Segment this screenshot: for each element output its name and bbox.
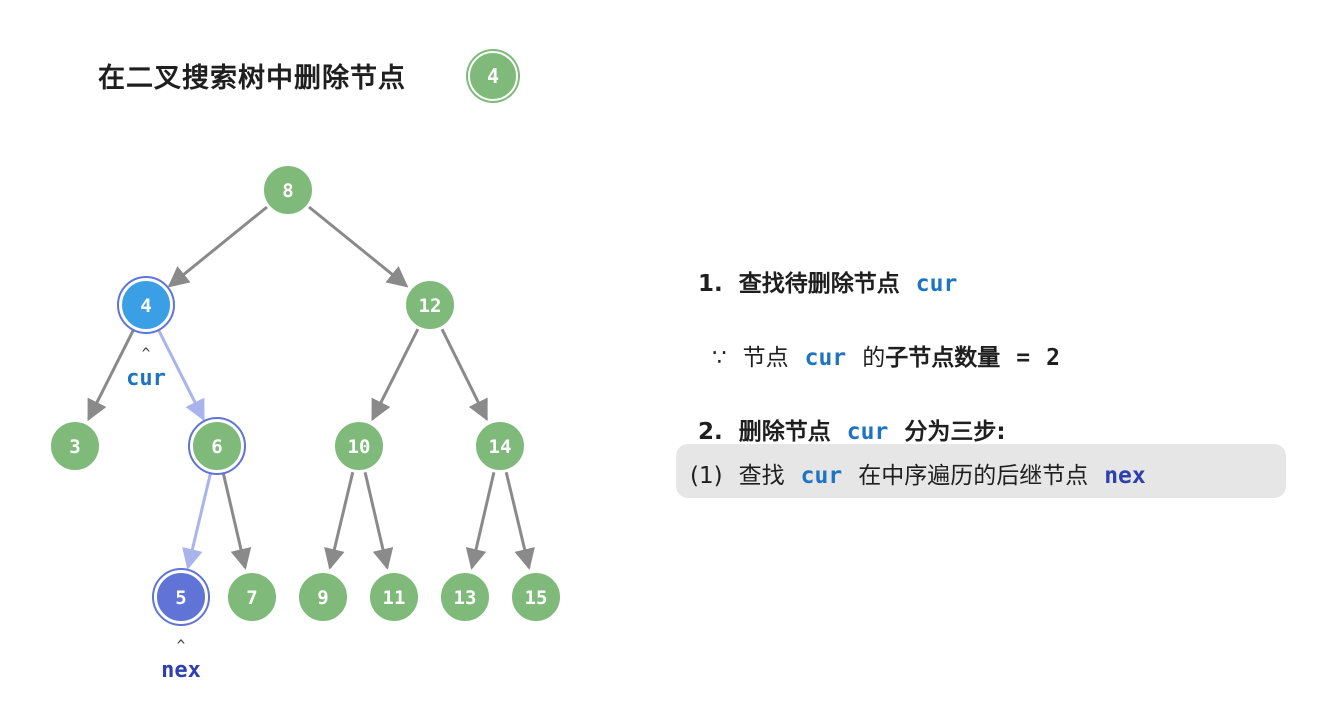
- note-text-1: 节点: [742, 345, 789, 371]
- step-1-var: cur: [915, 271, 958, 297]
- edge-8-12: [308, 205, 409, 288]
- edge-10-9: [324, 471, 355, 570]
- pointer-label-nex: nex: [161, 658, 201, 683]
- tree-node-13: 13: [439, 571, 491, 623]
- tree-node-10: 10: [333, 420, 385, 472]
- tree-node-label: 3: [69, 436, 80, 458]
- note-var: cur: [804, 345, 847, 371]
- step-2-text-2: 分为三步:: [904, 419, 1006, 445]
- tree-node-4: 4: [117, 276, 175, 334]
- tree-node-label: 5: [175, 587, 186, 609]
- step-1-text: 查找待删除节点: [738, 271, 900, 297]
- tree-node-15: 15: [510, 571, 562, 623]
- edge-6-7: [221, 471, 252, 570]
- pointer-label-cur: cur: [126, 366, 166, 391]
- substep-1-var-2: nex: [1104, 463, 1146, 489]
- edge-4-3: [87, 328, 136, 422]
- note-equals: =: [1016, 345, 1031, 371]
- because-symbol: ∵: [712, 345, 727, 371]
- tree-node-label: 14: [489, 436, 512, 458]
- step-2-number: 2.: [698, 419, 723, 445]
- tree-node-11: 11: [368, 571, 420, 623]
- edge-8-4: [167, 205, 268, 288]
- tree-node-label: 11: [383, 587, 406, 609]
- tree-node-label: 15: [525, 587, 548, 609]
- tree-node-label: 7: [246, 587, 257, 609]
- step-2-text: 删除节点: [738, 419, 831, 445]
- title-node-badge: 4: [468, 51, 518, 101]
- tree-node-12: 12: [404, 279, 456, 331]
- edge-12-14: [440, 328, 489, 422]
- tree-node-label: 12: [419, 295, 442, 317]
- substep-1-var-1: cur: [800, 463, 843, 489]
- note-value: 2: [1046, 345, 1060, 371]
- step-1: 1. 查找待删除节点 cur: [698, 264, 957, 298]
- tree-node-14: 14: [474, 420, 526, 472]
- substep-1-text-2: 在中序遍历的后继节点: [858, 463, 1089, 489]
- tree-node-8: 8: [262, 164, 314, 216]
- bst-diagram: 8 4 12 3 6 10 14 5 7 9 11 13 15 ^ cur ^ nex: [49, 164, 562, 683]
- edge-12-10: [371, 328, 420, 422]
- tree-node-5: 5: [152, 568, 210, 626]
- tree-node-label: 4: [140, 295, 151, 317]
- note-bold-text: 子节点数量: [885, 345, 1001, 371]
- substep-1-text-1: 查找: [738, 463, 785, 489]
- tree-node-label: 8: [282, 180, 293, 202]
- edge-14-15: [504, 471, 535, 570]
- step-1-note: ∵ 节点 cur 的子节点数量 = 2: [712, 338, 1060, 372]
- note-text-2: 的: [862, 345, 886, 371]
- tree-node-label: 10: [348, 436, 371, 458]
- current-substep-highlight: [676, 444, 1286, 498]
- page-title: 在二叉搜索树中删除节点: [98, 63, 406, 94]
- edge-4-6: [156, 328, 205, 422]
- tree-node-label: 9: [317, 587, 328, 609]
- pointer-caret-nex: ^: [177, 638, 185, 654]
- pointer-caret-cur: ^: [142, 346, 150, 362]
- edge-10-11: [363, 471, 394, 570]
- tree-node-6: 6: [188, 417, 246, 475]
- substep-1-number: (1): [690, 463, 723, 489]
- step-2: 2. 删除节点 cur 分为三步:: [698, 412, 1006, 446]
- substep-1: (1) 查找 cur 在中序遍历的后继节点 nex: [690, 456, 1146, 490]
- tree-node-3: 3: [49, 420, 101, 472]
- step-2-var: cur: [846, 419, 889, 445]
- edge-14-13: [465, 471, 496, 570]
- edge-6-5: [182, 471, 213, 570]
- step-1-number: 1.: [698, 271, 723, 297]
- tree-node-label: 13: [454, 587, 477, 609]
- tree-node-label: 6: [211, 436, 222, 458]
- tree-node-9: 9: [297, 571, 349, 623]
- tree-node-7: 7: [226, 571, 278, 623]
